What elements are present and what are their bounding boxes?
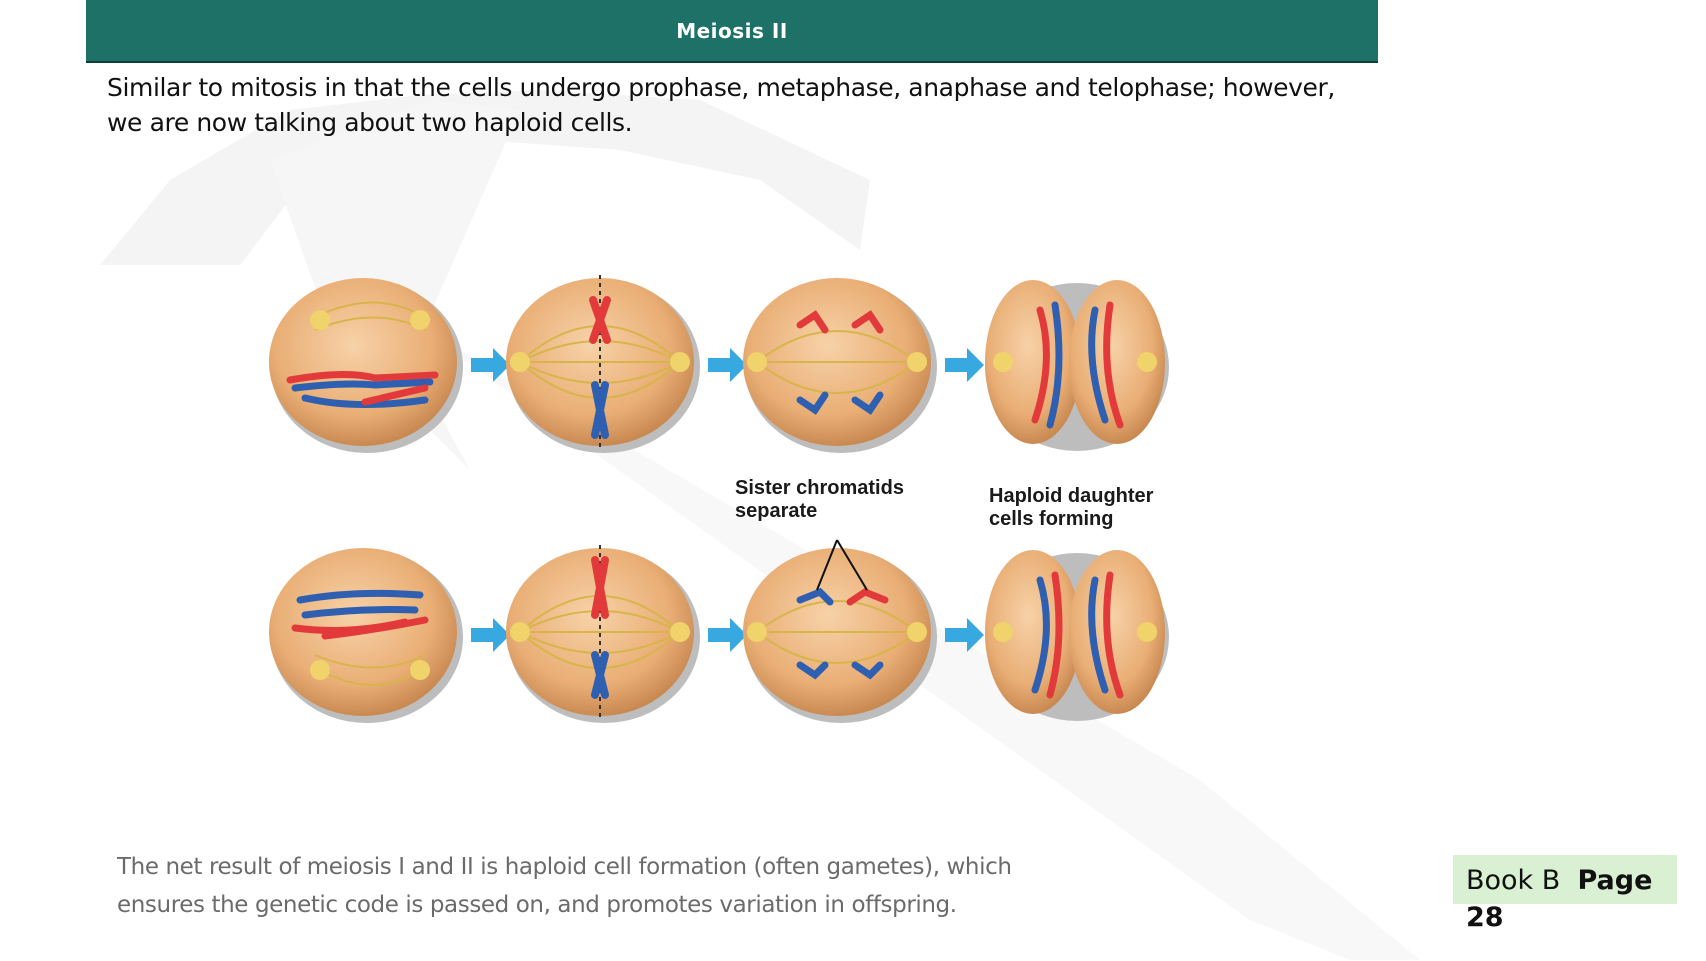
cell-anaphase-bottom: [743, 539, 937, 723]
book-reference: Book B Page 28: [1466, 862, 1666, 936]
arrow-1-bottom: [471, 618, 510, 652]
meiosis-diagram: [269, 275, 1169, 723]
label-sister-line-2: separate: [735, 500, 818, 522]
summary-text: The net result of meiosis I and II is ha…: [117, 854, 1012, 918]
cell-metaphase-top: [506, 275, 700, 453]
label-sister-line-1: Sister chromatids: [735, 477, 904, 499]
cell-prophase-top: [269, 278, 463, 453]
arrow-2-bottom: [708, 618, 747, 652]
label-haploid-daughter: Haploid daughter cells forming: [989, 485, 1153, 531]
label-haploid-line-2: cells forming: [989, 508, 1114, 530]
page-number: 28: [1466, 902, 1504, 933]
page-title: Meiosis II: [676, 18, 788, 43]
cell-anaphase-top: [743, 278, 937, 453]
book-reference-box: [1453, 855, 1677, 904]
cell-metaphase-bottom: [506, 545, 700, 723]
intro-text: Similar to mitosis in that the cells und…: [107, 73, 1335, 137]
label-haploid-line-1: Haploid daughter: [989, 485, 1154, 507]
header-bar: Meiosis II: [86, 0, 1378, 63]
arrow-2-top: [708, 348, 747, 382]
arrow-3-bottom: [945, 618, 984, 652]
arrow-1-top: [471, 348, 510, 382]
cell-telophase-bottom: [985, 550, 1169, 721]
book-label: Book B: [1466, 865, 1561, 896]
arrow-3-top: [945, 348, 984, 382]
cell-prophase-bottom: [269, 548, 463, 723]
label-sister-chromatids: Sister chromatids separate: [735, 477, 904, 523]
page-label: Page: [1577, 865, 1653, 896]
cell-telophase-top: [985, 280, 1169, 451]
